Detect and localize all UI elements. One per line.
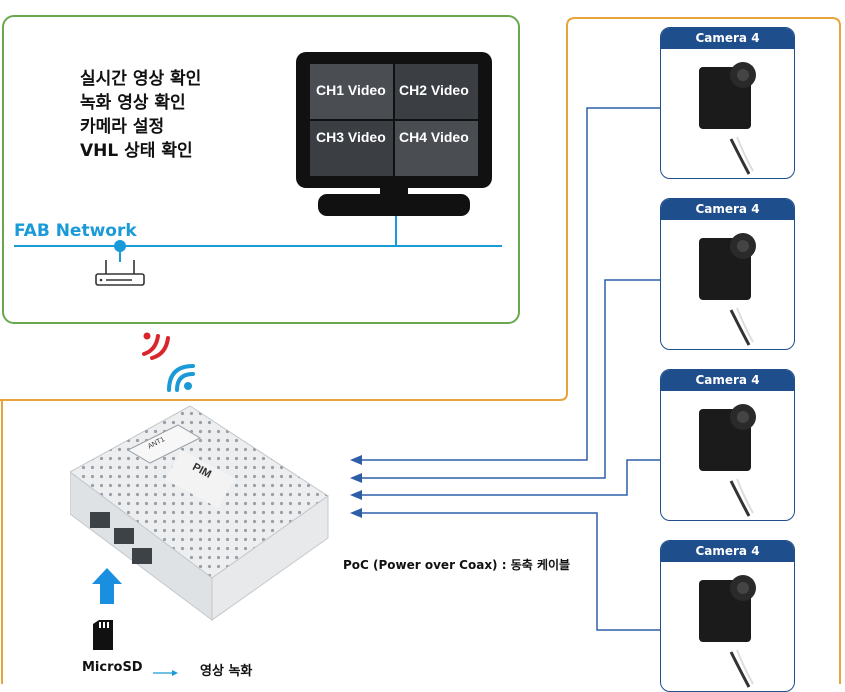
fab-network-label: FAB Network	[14, 221, 137, 241]
feature-playback: 녹화 영상 확인	[80, 93, 186, 113]
ch3-label: CH3 Video	[316, 129, 386, 145]
camera-card-4: Camera 4	[660, 540, 795, 692]
recording-label: 영상 녹화	[200, 664, 253, 679]
camera-title: Camera 4	[661, 199, 794, 220]
router-icon	[95, 260, 145, 286]
upload-arrow-icon	[92, 568, 122, 604]
camera-title: Camera 4	[661, 370, 794, 391]
camera-icon	[699, 62, 756, 175]
fab-network-area	[2, 15, 520, 324]
camera-title: Camera 4	[661, 28, 794, 49]
feature-realtime: 실시간 영상 확인	[80, 69, 202, 89]
pim-device: PIM ANT1	[70, 405, 329, 621]
wifi-icon	[167, 364, 195, 392]
microsd-icon	[93, 620, 113, 650]
camera-title: Camera 4	[661, 541, 794, 562]
poc-cables	[357, 107, 660, 631]
camera-icon	[699, 404, 756, 517]
camera-icon	[699, 233, 756, 346]
signal-red-icon	[142, 332, 170, 360]
camera-icon	[699, 575, 756, 688]
cable-arrowheads	[350, 455, 362, 518]
poc-label: PoC (Power over Coax) : 동축 케이블	[343, 558, 571, 572]
feature-vhl-status: VHL 상태 확인	[80, 141, 193, 161]
ch2-label: CH2 Video	[399, 82, 469, 98]
microsd-label: MicroSD	[82, 660, 143, 675]
ch1-label: CH1 Video	[316, 82, 386, 98]
ch4-label: CH4 Video	[399, 129, 469, 145]
monitor-icon	[296, 52, 492, 216]
camera-card-2: Camera 4	[660, 198, 795, 350]
camera-card-3: Camera 4	[660, 369, 795, 521]
camera-card-1: Camera 4	[660, 27, 795, 179]
feature-camera-settings: 카메라 설정	[80, 117, 165, 137]
edge-boundary	[0, 17, 841, 684]
